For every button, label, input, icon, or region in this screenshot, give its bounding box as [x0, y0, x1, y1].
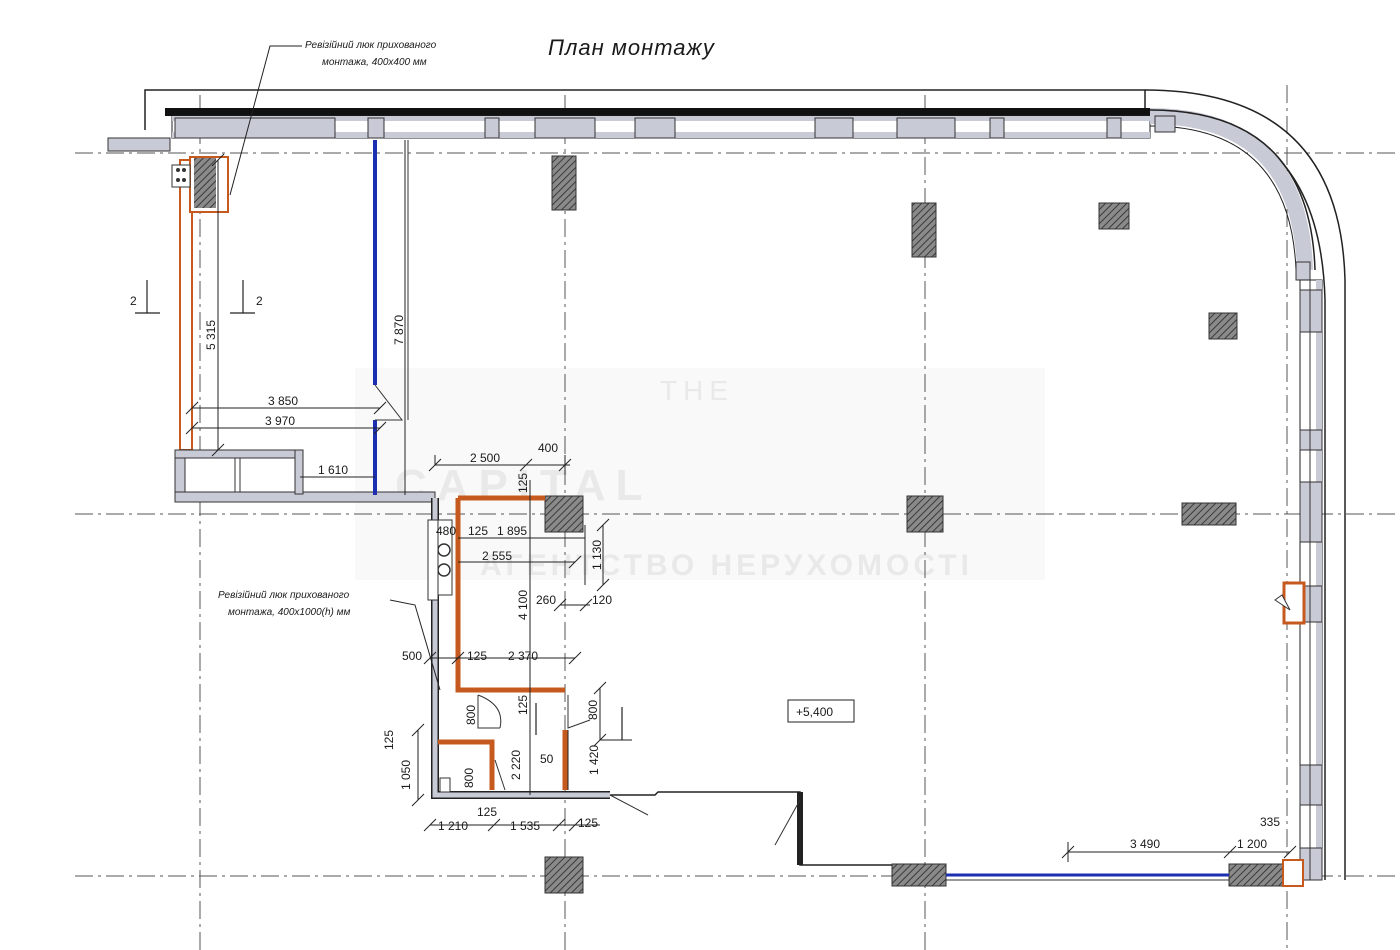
dim-400: 400	[538, 441, 558, 455]
service-block	[427, 495, 610, 799]
level-box	[787, 699, 855, 723]
dim-1210: 1 210	[438, 819, 468, 833]
dim-480: 480	[436, 524, 456, 538]
dim-1200: 1 200	[1237, 837, 1267, 851]
section-markers	[135, 280, 623, 740]
note-mid-line2: монтажа, 400х1000(h) мм	[228, 607, 350, 618]
watermark: THE CAPITAL АГЕНТСТВО НЕРУХОМОСТІ	[355, 368, 1045, 582]
dim-2220: 2 220	[509, 750, 523, 780]
dim-1130: 1 130	[590, 540, 604, 570]
dim-2555: 2 555	[482, 549, 512, 563]
watermark-bottom: АГЕНТСТВО НЕРУХОМОСТІ	[480, 549, 973, 582]
dim-5315: 5 315	[204, 320, 218, 350]
dim-3490: 3 490	[1130, 837, 1160, 851]
dim-500: 500	[402, 649, 422, 663]
dim-125-g: 125	[578, 816, 598, 830]
dim-4100: 4 100	[516, 590, 530, 620]
dim-125-b: 125	[468, 524, 488, 538]
note-mid-line1: Ревізійний люк прихованого	[218, 590, 350, 601]
note-top-line2: монтажа, 400х400 мм	[322, 57, 427, 68]
dim-1050: 1 050	[399, 760, 413, 790]
dim-125-d: 125	[516, 695, 530, 715]
dim-800-c: 800	[462, 768, 476, 788]
dim-800-b: 800	[586, 700, 600, 720]
note-top-line1: Ревізійний люк прихованого	[305, 40, 437, 51]
top-wall	[107, 108, 1151, 152]
dim-125-c: 125	[467, 649, 487, 663]
dim-1610: 1 610	[318, 463, 348, 477]
dim-260: 260	[536, 593, 556, 607]
right-wall	[1274, 279, 1323, 881]
dim-120: 120	[592, 593, 612, 607]
dimension-lines	[185, 140, 1297, 862]
watermark-top: THE	[660, 375, 734, 406]
dim-2370: 2 370	[508, 649, 538, 663]
dim-2500: 2 500	[470, 451, 500, 465]
dim-50: 50	[540, 752, 554, 766]
dim-3970: 3 970	[265, 414, 295, 428]
curved-corner-wall	[1149, 108, 1316, 281]
section-mark-left: 2	[130, 294, 137, 308]
dim-1420: 1 420	[587, 745, 601, 775]
dim-335: 335	[1260, 815, 1280, 829]
dim-125-e: 125	[382, 730, 396, 750]
dim-3850: 3 850	[268, 394, 298, 408]
floor-level: +5,400	[796, 705, 833, 719]
dim-125-f: 125	[477, 805, 497, 819]
dim-1535: 1 535	[510, 819, 540, 833]
dim-7870: 7 870	[392, 315, 406, 345]
bottom-wall	[609, 791, 1304, 887]
dim-800-a: 800	[464, 705, 478, 725]
section-mark-right: 2	[256, 294, 263, 308]
note-leaders	[229, 45, 441, 691]
plan-title: План монтажу	[548, 35, 716, 60]
left-room-walls	[171, 156, 436, 503]
dim-1895: 1 895	[497, 524, 527, 538]
dim-125-a: 125	[516, 473, 530, 493]
